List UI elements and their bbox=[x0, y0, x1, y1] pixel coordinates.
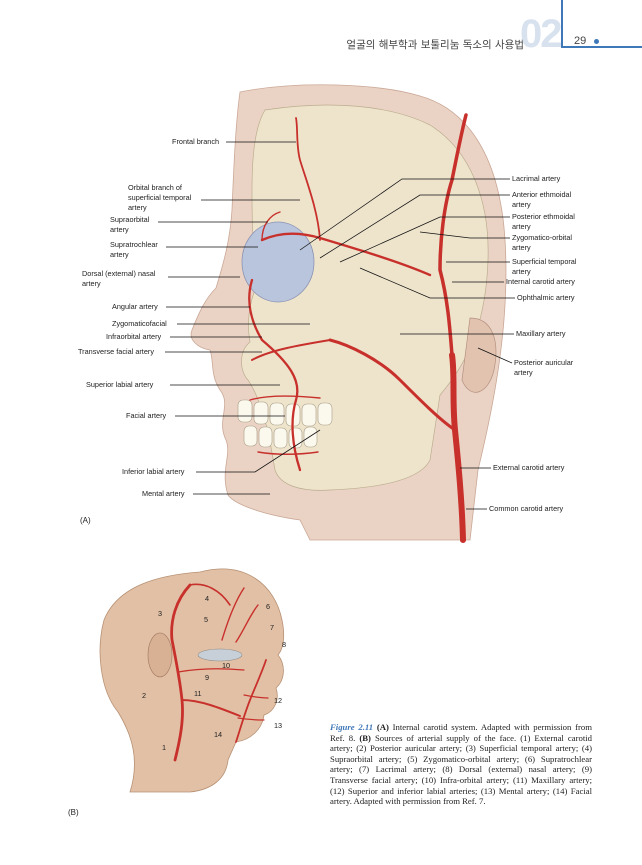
label-zygomatico-orbital-1: Zygomatico-orbital bbox=[512, 233, 572, 242]
page-number: 29 bbox=[574, 35, 587, 47]
num-6: 6 bbox=[266, 602, 270, 611]
num-4: 4 bbox=[205, 594, 209, 603]
running-title: 얼굴의 해부학과 보툴리눔 독소의 사용법 bbox=[346, 39, 524, 51]
header-vertical-rule bbox=[561, 0, 563, 46]
label-internal-carotid: Internal carotid artery bbox=[506, 277, 575, 286]
page-dot-icon bbox=[594, 39, 599, 44]
num-13: 13 bbox=[274, 721, 282, 730]
num-8: 8 bbox=[282, 640, 286, 649]
left-labels: Frontal branch Orbital branch of superfi… bbox=[78, 137, 321, 498]
label-anterior-ethmoidal-2: artery bbox=[512, 200, 531, 209]
figure-a-illustration: Frontal branch Orbital branch of superfi… bbox=[78, 84, 577, 543]
label-frontal-branch: Frontal branch bbox=[172, 137, 219, 146]
arteries bbox=[248, 113, 468, 543]
teeth bbox=[237, 399, 333, 449]
num-1: 1 bbox=[162, 743, 166, 752]
label-supraorbital-2: artery bbox=[110, 225, 129, 234]
label-dorsal-nasal-1: Dorsal (external) nasal bbox=[82, 269, 156, 278]
num-3: 3 bbox=[158, 609, 162, 618]
num-9: 9 bbox=[205, 673, 209, 682]
label-supratrochlear-2: artery bbox=[110, 250, 129, 259]
caption-text-b: Sources of arterial supply of the face. … bbox=[330, 732, 593, 807]
label-maxillary: Maxillary artery bbox=[516, 329, 566, 338]
num-7: 7 bbox=[270, 623, 274, 632]
caption-figure-label: Figure 2.11 bbox=[330, 722, 374, 732]
eye-orbit bbox=[241, 221, 315, 303]
panel-label-b: (B) bbox=[68, 808, 79, 817]
ear bbox=[461, 317, 497, 393]
label-facial: Facial artery bbox=[126, 411, 166, 420]
label-inferior-labial: Inferior labial artery bbox=[122, 467, 185, 476]
label-posterior-ethmoidal-1: Posterior ethmoidal bbox=[512, 212, 575, 221]
panel-label-a: (A) bbox=[80, 516, 91, 525]
label-lacrimal: Lacrimal artery bbox=[512, 174, 561, 183]
eye-b bbox=[197, 648, 243, 662]
num-5: 5 bbox=[204, 615, 208, 624]
label-superior-labial: Superior labial artery bbox=[86, 380, 154, 389]
figure-caption: Figure 2.11 (A) Internal carotid system.… bbox=[330, 722, 592, 807]
num-2: 2 bbox=[142, 691, 146, 700]
label-angular: Angular artery bbox=[112, 302, 158, 311]
num-14: 14 bbox=[214, 730, 222, 739]
label-orbital-branch-1: Orbital branch of bbox=[128, 183, 183, 192]
label-mental: Mental artery bbox=[142, 489, 185, 498]
num-10: 10 bbox=[222, 661, 230, 670]
chapter-number: 02 bbox=[520, 12, 562, 56]
label-zygomaticofacial: Zygomaticofacial bbox=[112, 319, 167, 328]
num-12: 12 bbox=[274, 696, 282, 705]
caption-part-b: (B) bbox=[359, 732, 371, 743]
label-common-carotid: Common carotid artery bbox=[489, 504, 564, 513]
label-dorsal-nasal-2: artery bbox=[82, 279, 101, 288]
right-labels: Lacrimal artery Anterior ethmoidal arter… bbox=[299, 174, 577, 513]
caption-text-a: Internal carotid system. Adapted with pe… bbox=[330, 722, 592, 743]
page-header: 얼굴의 해부학과 보툴리눔 독소의 사용법 02 29 bbox=[0, 0, 642, 60]
label-zygomatico-orbital-2: artery bbox=[512, 243, 531, 252]
label-infraorbital: Infraorbital artery bbox=[106, 332, 162, 341]
figure-b-illustration: 1 2 3 4 5 6 7 8 9 10 11 12 13 14 (B) bbox=[68, 568, 286, 817]
label-ophthalmic: Ophthalmic artery bbox=[517, 293, 575, 302]
figure-b-numbers: 1 2 3 4 5 6 7 8 9 10 11 12 13 14 bbox=[142, 594, 286, 752]
label-supraorbital-1: Supraorbital bbox=[110, 215, 150, 224]
label-superficial-temporal-1: Superficial temporal bbox=[512, 257, 577, 266]
head-b-silhouette bbox=[99, 568, 285, 793]
label-orbital-branch-2: superficial temporal bbox=[128, 193, 192, 202]
arteries-b bbox=[170, 583, 269, 762]
label-orbital-branch-3: artery bbox=[128, 203, 147, 212]
header-horizontal-rule bbox=[561, 46, 642, 48]
label-anterior-ethmoidal-1: Anterior ethmoidal bbox=[512, 190, 572, 199]
label-supratrochlear-1: Supratrochlear bbox=[110, 240, 158, 249]
label-posterior-ethmoidal-2: artery bbox=[512, 222, 531, 231]
label-external-carotid: External carotid artery bbox=[493, 463, 565, 472]
num-11: 11 bbox=[194, 689, 202, 698]
label-transverse-facial: Transverse facial artery bbox=[78, 347, 154, 356]
ear-b bbox=[147, 632, 173, 678]
label-posterior-auricular-1: Posterior auricular bbox=[514, 358, 574, 367]
label-posterior-auricular-2: artery bbox=[514, 368, 533, 377]
caption-part-a: (A) bbox=[376, 722, 389, 732]
label-superficial-temporal-2: artery bbox=[512, 267, 531, 276]
